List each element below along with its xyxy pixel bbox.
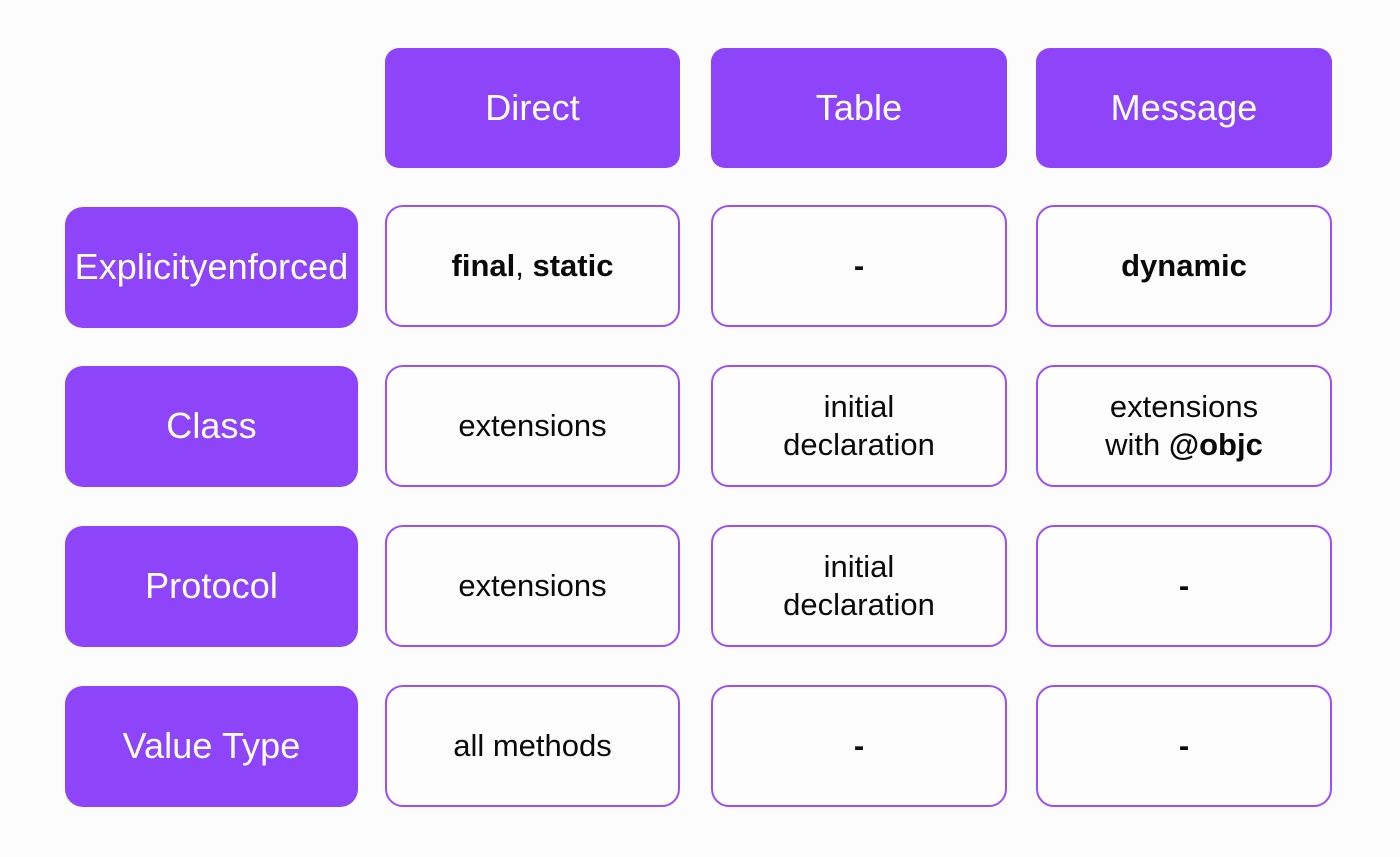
- cell-explicity-enforced-direct: final, static: [385, 205, 680, 327]
- cell-explicity-enforced-table: -: [711, 205, 1007, 327]
- cell-text: -: [1178, 728, 1190, 764]
- row-header-line1: Explicity: [74, 246, 208, 288]
- cell-text: dynamic: [1121, 248, 1247, 284]
- cell-value-type-table: -: [711, 685, 1007, 807]
- cell-value-type-direct: all methods: [385, 685, 680, 807]
- cell-explicity-enforced-message: dynamic: [1036, 205, 1332, 327]
- row-header-line2: enforced: [207, 246, 349, 288]
- cell-text: final, static: [451, 248, 614, 284]
- cell-text: extensions: [458, 408, 607, 444]
- cell-text: all methods: [453, 728, 612, 764]
- row-header-value-type: Value Type: [65, 686, 358, 807]
- cell-text: -: [853, 728, 865, 764]
- cell-value-type-message: -: [1036, 685, 1332, 807]
- cell-text: extensions: [458, 568, 607, 604]
- column-header-message: Message: [1036, 48, 1332, 168]
- row-header-protocol: Protocol: [65, 526, 358, 647]
- cell-protocol-direct: extensions: [385, 525, 680, 647]
- cell-text: -: [853, 248, 865, 284]
- column-header-table: Table: [711, 48, 1007, 168]
- column-header-direct: Direct: [385, 48, 680, 168]
- cell-class-direct: extensions: [385, 365, 680, 487]
- cell-text: -: [1178, 568, 1190, 604]
- cell-protocol-message: -: [1036, 525, 1332, 647]
- row-header-class: Class: [65, 366, 358, 487]
